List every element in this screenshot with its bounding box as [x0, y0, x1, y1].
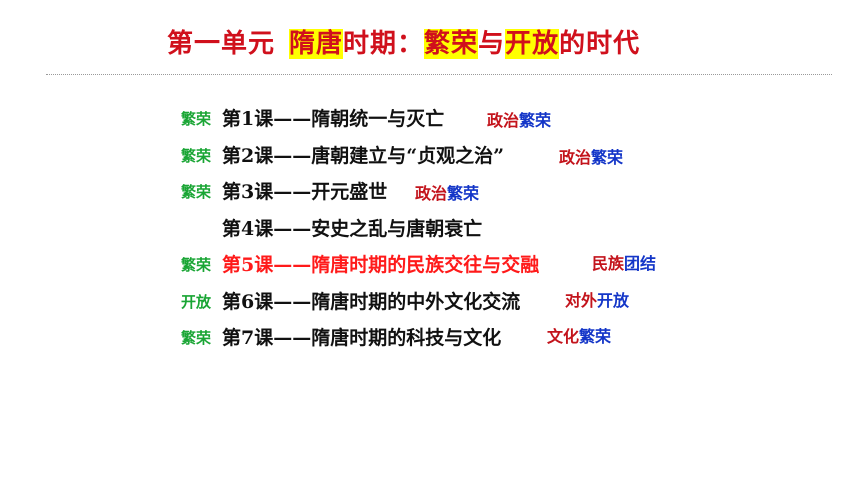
lesson-title: 第2课——唐朝建立与“贞观之治” — [222, 144, 505, 167]
lesson-tag: 繁荣 — [181, 329, 212, 347]
lesson-note: 政治繁荣 — [487, 107, 551, 131]
title-opening-highlight: 开放 — [505, 29, 560, 59]
lesson-title-current: 第5课——隋唐时期的民族交往与交融 — [222, 254, 540, 276]
lesson-title: 第4课——安史之乱与唐朝衰亡 — [222, 217, 483, 240]
lesson-note-second: 开放 — [597, 290, 630, 310]
lesson-title: 第1课——隋朝统一与灭亡 — [222, 108, 445, 130]
lesson-title: 第3课——开元盛世 — [222, 181, 388, 203]
lesson-note: 民族团结 — [592, 250, 656, 274]
lesson-note-first: 民族 — [592, 254, 625, 273]
title-divider — [46, 74, 832, 75]
title-period-highlight: 隋唐 — [289, 29, 344, 59]
lesson-note-second: 繁荣 — [447, 184, 480, 203]
lesson-note-second: 繁荣 — [591, 147, 624, 167]
lesson-note: 文化繁荣 — [547, 323, 611, 347]
lesson-note-second: 繁荣 — [579, 327, 612, 346]
lesson-note-first: 文化 — [547, 327, 580, 346]
lesson-note: 政治繁荣 — [415, 180, 479, 204]
title-prosperity-highlight: 繁荣 — [424, 29, 479, 59]
lesson-tag: 繁荣 — [181, 110, 212, 128]
lesson-title: 第7课——隋唐时期的科技与文化 — [222, 327, 502, 349]
lesson-note-first: 政治 — [415, 184, 448, 203]
lesson-note-first: 对外 — [565, 290, 598, 310]
lesson-note-first: 政治 — [487, 111, 520, 130]
lesson-note-first: 政治 — [559, 147, 592, 167]
lesson-title: 第6课——隋唐时期的中外文化交流 — [222, 290, 521, 313]
title-and: 与 — [478, 29, 506, 59]
lesson-tag: 繁荣 — [181, 256, 212, 274]
lesson-tag: 繁荣 — [181, 183, 212, 201]
lesson-note: 政治繁荣 — [559, 144, 623, 168]
title-tail: 的时代 — [559, 29, 641, 59]
lesson-tag: 繁荣 — [181, 146, 212, 165]
lesson-tag: 开放 — [181, 292, 212, 311]
title-unit: 第一单元 — [167, 29, 276, 59]
title-middle: 时期： — [343, 29, 425, 59]
lesson-note-second: 繁荣 — [519, 111, 552, 130]
lesson-note: 对外开放 — [565, 287, 629, 311]
lesson-note-second: 团结 — [624, 254, 657, 273]
page-title: 第一单元隋唐时期：繁荣与开放的时代 — [167, 22, 640, 66]
